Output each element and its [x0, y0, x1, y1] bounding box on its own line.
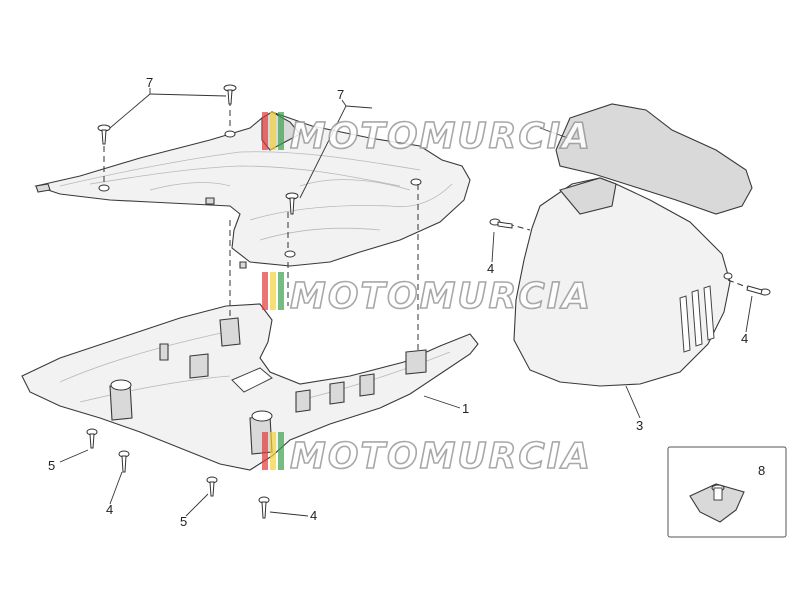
lower-cover-part-1	[21, 303, 479, 471]
screw-icon	[206, 476, 218, 497]
callout-label-4: 4	[106, 502, 113, 517]
callout-labels: 7 7 1 3 4 4 4 4 5 5 8	[48, 75, 765, 529]
watermark-bottom: MOTOMURCIA	[262, 432, 592, 478]
watermark-text: MOTOMURCIA	[290, 276, 592, 317]
callout-label-4: 4	[741, 331, 748, 346]
screw-icon	[258, 496, 270, 519]
screw-icon-group	[86, 84, 771, 519]
callout-label-7: 7	[337, 87, 344, 102]
watermark-middle: MOTOMURCIA	[262, 272, 592, 318]
watermark-text: MOTOMURCIA	[290, 116, 592, 157]
screw-icon	[223, 84, 237, 105]
callout-label-1: 1	[462, 401, 469, 416]
callout-label-3: 3	[636, 418, 643, 433]
callout-label-5: 5	[180, 514, 187, 529]
screw-icon	[118, 450, 130, 473]
watermark-top: MOTOMURCIA	[262, 112, 592, 158]
callout-label-4: 4	[310, 508, 317, 523]
callout-label-4: 4	[487, 261, 494, 276]
screw-icon	[86, 428, 98, 449]
screw-icon	[97, 124, 111, 145]
cover-pad	[555, 103, 753, 215]
screw-icon	[489, 218, 513, 229]
rear-shell-part-3	[513, 177, 733, 387]
leader-lines	[59, 88, 763, 517]
watermark-text: MOTOMURCIA	[290, 436, 592, 477]
callout-label-8: 8	[758, 463, 765, 478]
detail-inset-part-8	[667, 446, 787, 538]
callout-label-7: 7	[146, 75, 153, 90]
callout-label-5: 5	[48, 458, 55, 473]
screw-icon	[285, 192, 299, 215]
screw-icon	[746, 285, 771, 296]
